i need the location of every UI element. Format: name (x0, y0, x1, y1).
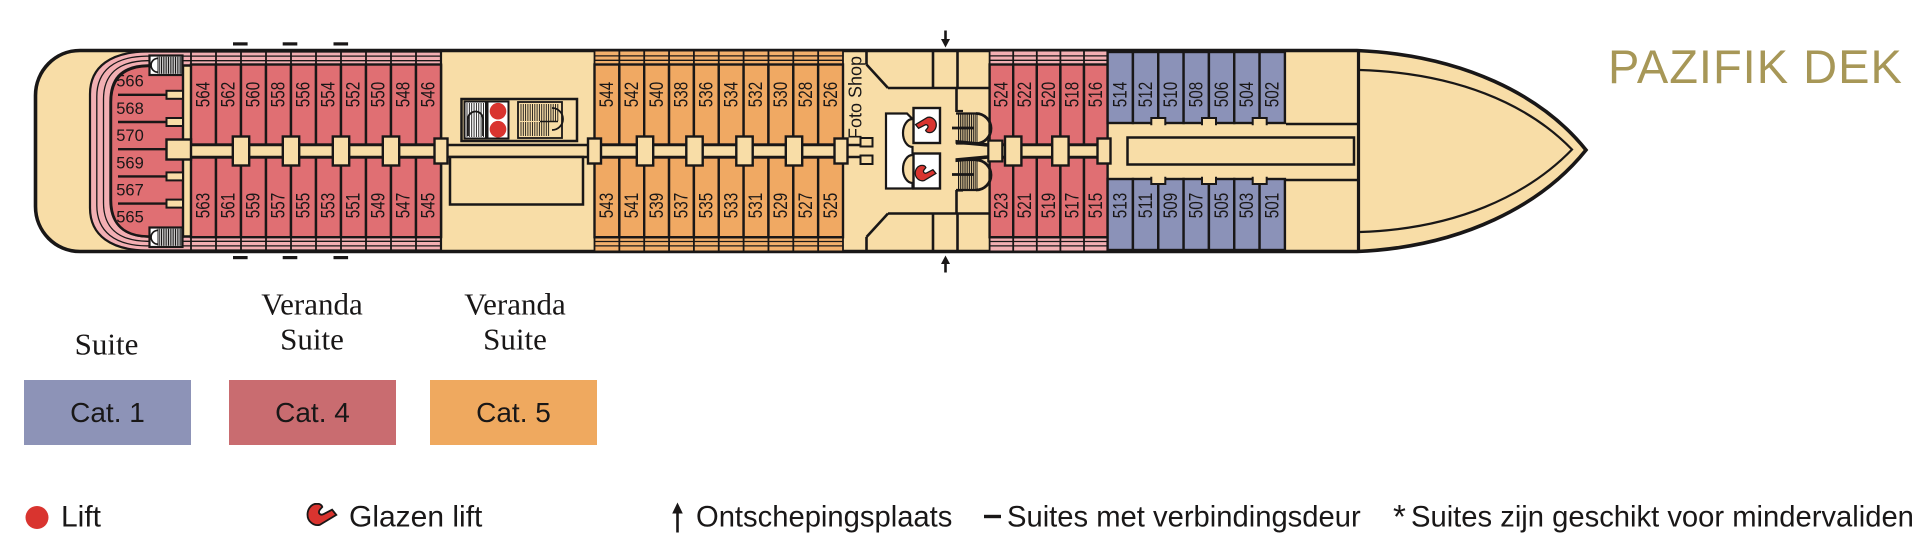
svg-text:550: 550 (369, 82, 390, 107)
svg-text:516: 516 (1086, 82, 1107, 107)
svg-text:532: 532 (746, 82, 767, 107)
svg-text:504: 504 (1237, 81, 1258, 107)
svg-text:Cat. 1: Cat. 1 (70, 397, 145, 428)
svg-text:PAZIFIK DEK: PAZIFIK DEK (1608, 40, 1903, 93)
svg-text:Lift: Lift (61, 501, 102, 534)
svg-text:564: 564 (194, 81, 215, 107)
svg-text:537: 537 (672, 193, 693, 218)
svg-text:563: 563 (194, 193, 215, 218)
svg-text:567: 567 (116, 182, 144, 200)
svg-text:542: 542 (622, 82, 643, 107)
svg-text:517: 517 (1062, 193, 1083, 218)
svg-text:533: 533 (721, 193, 742, 218)
svg-text:Suite: Suite (483, 322, 547, 357)
svg-text:*: * (1393, 498, 1406, 535)
svg-text:525: 525 (821, 193, 842, 218)
svg-text:Veranda: Veranda (261, 287, 363, 322)
svg-text:531: 531 (746, 193, 767, 218)
svg-text:545: 545 (419, 193, 440, 218)
svg-text:535: 535 (697, 193, 718, 218)
svg-text:544: 544 (597, 81, 618, 107)
svg-text:514: 514 (1110, 81, 1131, 107)
svg-text:536: 536 (697, 82, 718, 107)
svg-text:Glazen lift: Glazen lift (349, 501, 483, 534)
svg-text:553: 553 (319, 193, 340, 218)
svg-text:541: 541 (622, 193, 643, 218)
svg-text:570: 570 (116, 127, 144, 145)
svg-text:Suites met verbindingsdeur: Suites met verbindingsdeur (1007, 502, 1361, 534)
svg-text:529: 529 (771, 193, 792, 218)
svg-text:Ontschepingsplaats: Ontschepingsplaats (696, 502, 952, 534)
svg-text:521: 521 (1015, 193, 1036, 218)
svg-text:549: 549 (369, 193, 390, 218)
svg-text:512: 512 (1136, 82, 1157, 107)
svg-text:524: 524 (992, 81, 1013, 107)
svg-text:568: 568 (116, 100, 144, 118)
svg-text:515: 515 (1086, 193, 1107, 218)
svg-text:569: 569 (116, 154, 144, 172)
svg-text:528: 528 (796, 82, 817, 107)
svg-text:520: 520 (1039, 82, 1060, 107)
svg-text:522: 522 (1015, 82, 1036, 107)
svg-text:552: 552 (344, 82, 365, 107)
svg-text:565: 565 (116, 209, 144, 227)
svg-text:Suites zijn geschikt voor mind: Suites zijn geschikt voor mindervaliden (1411, 502, 1914, 534)
svg-text:554: 554 (319, 81, 340, 107)
svg-text:548: 548 (394, 82, 415, 107)
svg-text:Suite: Suite (280, 322, 344, 357)
svg-text:503: 503 (1237, 193, 1258, 218)
svg-text:560: 560 (244, 82, 265, 107)
svg-text:546: 546 (419, 82, 440, 107)
svg-text:507: 507 (1186, 193, 1207, 218)
svg-text:556: 556 (294, 82, 315, 107)
svg-text:558: 558 (269, 82, 290, 107)
svg-text:510: 510 (1161, 82, 1182, 107)
svg-text:557: 557 (269, 193, 290, 218)
svg-text:502: 502 (1262, 82, 1283, 107)
svg-text:562: 562 (219, 82, 240, 107)
svg-text:505: 505 (1212, 193, 1233, 218)
svg-text:527: 527 (796, 193, 817, 218)
svg-text:Cat. 5: Cat. 5 (476, 397, 551, 428)
svg-text:539: 539 (647, 193, 668, 218)
svg-text:508: 508 (1186, 82, 1207, 107)
svg-text:547: 547 (394, 193, 415, 218)
svg-text:551: 551 (344, 193, 365, 218)
svg-text:561: 561 (219, 193, 240, 218)
svg-text:530: 530 (771, 82, 792, 107)
svg-text:Veranda: Veranda (464, 287, 566, 322)
svg-text:509: 509 (1161, 193, 1182, 218)
svg-text:526: 526 (821, 82, 842, 107)
svg-text:511: 511 (1136, 193, 1157, 218)
svg-text:523: 523 (992, 193, 1013, 218)
svg-text:518: 518 (1062, 82, 1083, 107)
svg-text:506: 506 (1212, 82, 1233, 107)
svg-text:566: 566 (116, 73, 144, 91)
svg-text:534: 534 (721, 81, 742, 107)
svg-text:513: 513 (1110, 193, 1131, 218)
svg-text:538: 538 (672, 82, 693, 107)
svg-text:559: 559 (244, 193, 265, 218)
svg-text:Foto Shop: Foto Shop (846, 56, 866, 139)
svg-text:501: 501 (1262, 193, 1283, 218)
svg-text:Suite: Suite (75, 327, 139, 362)
svg-text:540: 540 (647, 82, 668, 107)
svg-text:Cat. 4: Cat. 4 (275, 397, 350, 428)
svg-text:519: 519 (1039, 193, 1060, 218)
svg-text:543: 543 (597, 193, 618, 218)
svg-text:555: 555 (294, 193, 315, 218)
